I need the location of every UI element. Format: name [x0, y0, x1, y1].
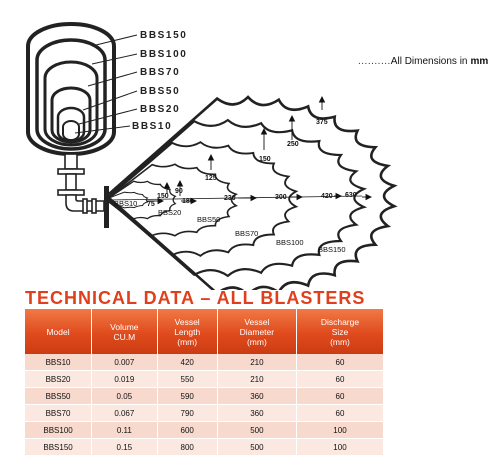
column-header: Model — [25, 309, 93, 354]
table-cell: 0.007 — [91, 354, 158, 371]
vessel-label: BBS150 — [140, 30, 187, 41]
dimensions-unit: mm — [470, 56, 489, 67]
leader-dots: .......... — [358, 56, 391, 67]
vessel-labels: BBS150 BBS100 BBS70 BBS50 BBS20 BBS10 — [74, 30, 187, 134]
zone-outline — [108, 95, 398, 290]
dimension-label: 125 — [205, 175, 217, 182]
dimensions-note: .......... All Dimensions in mm — [358, 56, 488, 67]
table-cell: 210 — [217, 354, 297, 371]
zone-label: BBS50 — [197, 215, 220, 224]
table-cell: 0.11 — [91, 421, 158, 439]
dimension-label: 630 — [345, 192, 357, 199]
dimension-label: 300 — [275, 194, 287, 201]
zone-label: BBS20 — [158, 208, 181, 217]
table-cell: 0.067 — [91, 404, 158, 422]
zone-outlines — [108, 95, 398, 290]
table-cell: 590 — [157, 387, 218, 405]
table-cell: BBS10 — [25, 354, 93, 371]
dimensions-note-text: All Dimensions in — [390, 56, 468, 67]
table-cell: BBS50 — [25, 387, 93, 405]
table-cell: 210 — [217, 370, 297, 388]
dimension-label: 230 — [224, 195, 236, 202]
vessel-label: BBS70 — [140, 67, 180, 78]
vessel-label: BBS100 — [140, 49, 187, 60]
vertical-dimensions: 150 90 125 150 250 375 — [157, 119, 328, 200]
table-cell: 800 — [157, 438, 218, 456]
zone-outline — [108, 118, 368, 278]
dimension-label: 250 — [287, 141, 299, 148]
vessel-group — [26, 22, 116, 228]
discharge-pipe — [57, 153, 105, 214]
table-cell: 100 — [296, 421, 383, 439]
vessel-label: BBS20 — [140, 104, 180, 115]
dimension-arrows — [147, 95, 373, 205]
table-cell: BBS150 — [25, 438, 93, 456]
dimension-label: 180 — [182, 198, 194, 205]
zone-label: BBS100 — [276, 238, 304, 247]
dimension-label: 75 — [147, 201, 155, 208]
dimension-label: 150 — [259, 156, 271, 163]
discharge-zones: 75 180 230 300 420 630 150 90 125 150 25… — [108, 95, 398, 290]
zone-label: BBS10 — [114, 199, 137, 208]
zone-label: BBS70 — [235, 229, 258, 238]
dimension-label: 375 — [316, 119, 328, 126]
table-cell: 60 — [296, 370, 383, 388]
table-cell: 500 — [217, 438, 297, 456]
mounting-wall — [104, 186, 109, 228]
vessel-label: BBS10 — [132, 121, 172, 132]
table-cell: 0.05 — [91, 387, 158, 405]
table-cell: 0.019 — [91, 370, 158, 388]
table-cell: 360 — [217, 404, 297, 422]
zone-label: BBS150 — [318, 245, 346, 254]
zone-labels: BBS10 BBS20 BBS50 BBS70 BBS100 BBS150 — [114, 199, 346, 254]
horizontal-dimensions: 75 180 230 300 420 630 — [147, 192, 357, 208]
zone-outline — [108, 191, 149, 209]
table-cell: 100 — [296, 438, 383, 456]
zone-outline — [108, 180, 177, 220]
table-cell: 790 — [157, 404, 218, 422]
table-cell: BBS70 — [25, 404, 93, 422]
table-cell: 600 — [157, 421, 218, 439]
table-cell: 550 — [157, 370, 218, 388]
dimension-label: 90 — [175, 188, 183, 195]
table-title: TECHNICAL DATA – ALL BLASTERS — [25, 288, 366, 308]
table-cell: 0.15 — [91, 438, 158, 456]
table-cell: 60 — [296, 387, 383, 405]
dimension-label: 420 — [321, 193, 333, 200]
table-cell: 420 — [157, 354, 218, 371]
table-cell: 60 — [296, 354, 383, 371]
table-cell: 360 — [217, 387, 297, 405]
dimension-label: 150 — [157, 193, 169, 200]
table-cell: BBS20 — [25, 370, 93, 388]
zone-outline — [108, 163, 238, 237]
table-cell: BBS100 — [25, 421, 93, 439]
zone-outline — [108, 141, 299, 257]
blaster-diagram: BBS150 BBS100 BBS70 BBS50 BBS20 BBS10 75… — [26, 22, 398, 290]
table-cell: 500 — [217, 421, 297, 439]
table-cell: 60 — [296, 404, 383, 422]
vessel-bbs10 — [62, 120, 80, 141]
vessel-label: BBS50 — [140, 86, 180, 97]
